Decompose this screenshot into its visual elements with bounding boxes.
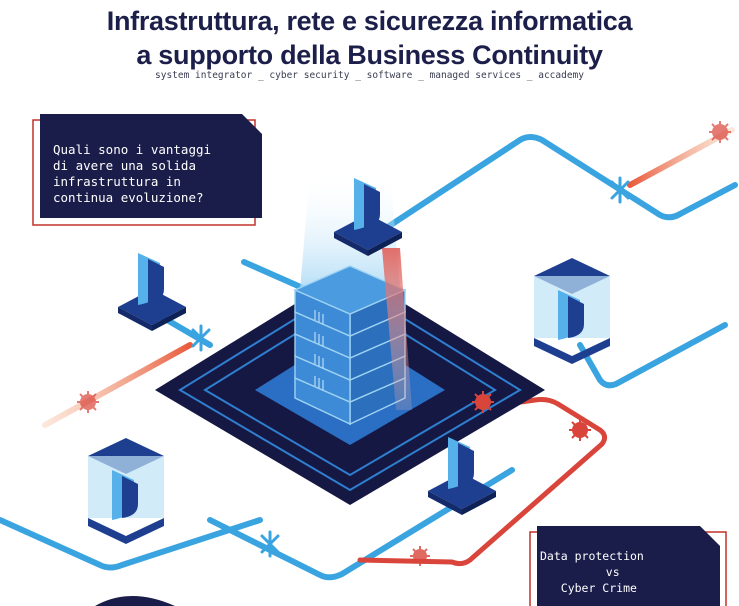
data-card-text: Data protection vs Cyber Crime bbox=[540, 549, 644, 595]
title-line-2: a supporto della Business Continuity bbox=[136, 40, 603, 70]
page-title: Infrastruttura, rete e sicurezza informa… bbox=[0, 4, 739, 72]
data-card bbox=[529, 526, 727, 606]
red-beam bbox=[382, 248, 412, 410]
shield-icon bbox=[118, 178, 496, 515]
shield-box bbox=[88, 258, 610, 544]
server-icon bbox=[293, 265, 407, 426]
firewall-icon bbox=[191, 176, 630, 558]
question-card bbox=[32, 114, 262, 226]
title-line-1: Infrastruttura, rete e sicurezza informa… bbox=[106, 6, 633, 36]
virus-icon bbox=[77, 121, 731, 566]
page-subtitle: system integrator _ cyber security _ sof… bbox=[155, 70, 584, 81]
question-card-text: Quali sono i vantaggi di avere una solid… bbox=[53, 142, 212, 205]
corner-shape bbox=[95, 596, 175, 606]
